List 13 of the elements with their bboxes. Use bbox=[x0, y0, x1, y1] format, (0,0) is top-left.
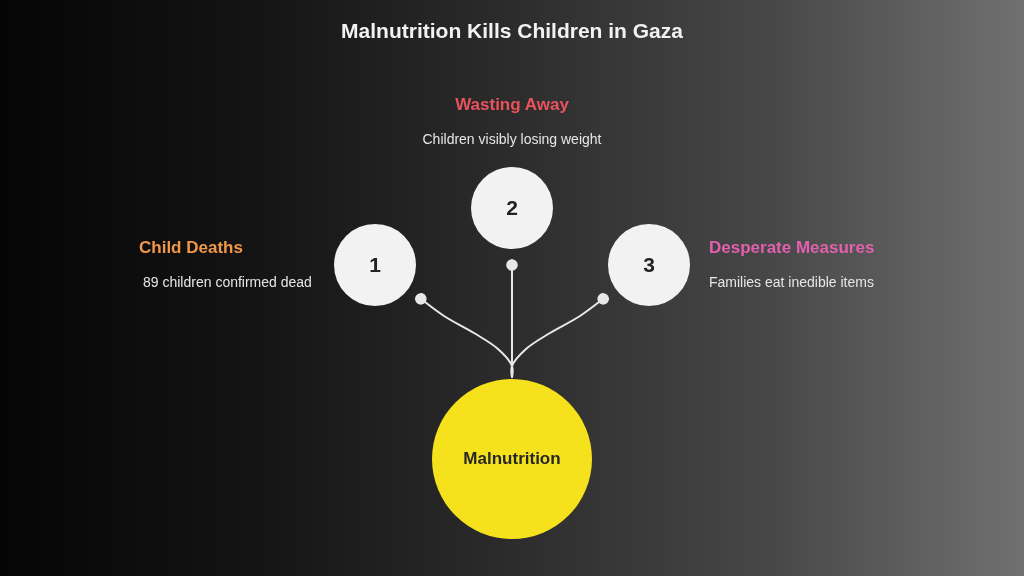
step-number: 2 bbox=[506, 196, 518, 220]
step-heading: Wasting Away bbox=[455, 94, 569, 116]
step-heading: Child Deaths bbox=[139, 237, 243, 259]
step-description: Families eat inedible items bbox=[709, 273, 874, 291]
topic-label: Malnutrition bbox=[463, 449, 561, 469]
connector-line bbox=[510, 293, 609, 379]
step-description: 89 children confirmed dead bbox=[143, 273, 312, 291]
step-number: 3 bbox=[643, 253, 655, 277]
connector-line bbox=[506, 258, 518, 379]
step-description: Children visibly losing weight bbox=[422, 130, 602, 148]
step-heading: Desperate Measures bbox=[709, 237, 875, 259]
step-number: 1 bbox=[369, 253, 381, 277]
diagram-title: Malnutrition Kills Children in Gaza bbox=[341, 18, 683, 44]
